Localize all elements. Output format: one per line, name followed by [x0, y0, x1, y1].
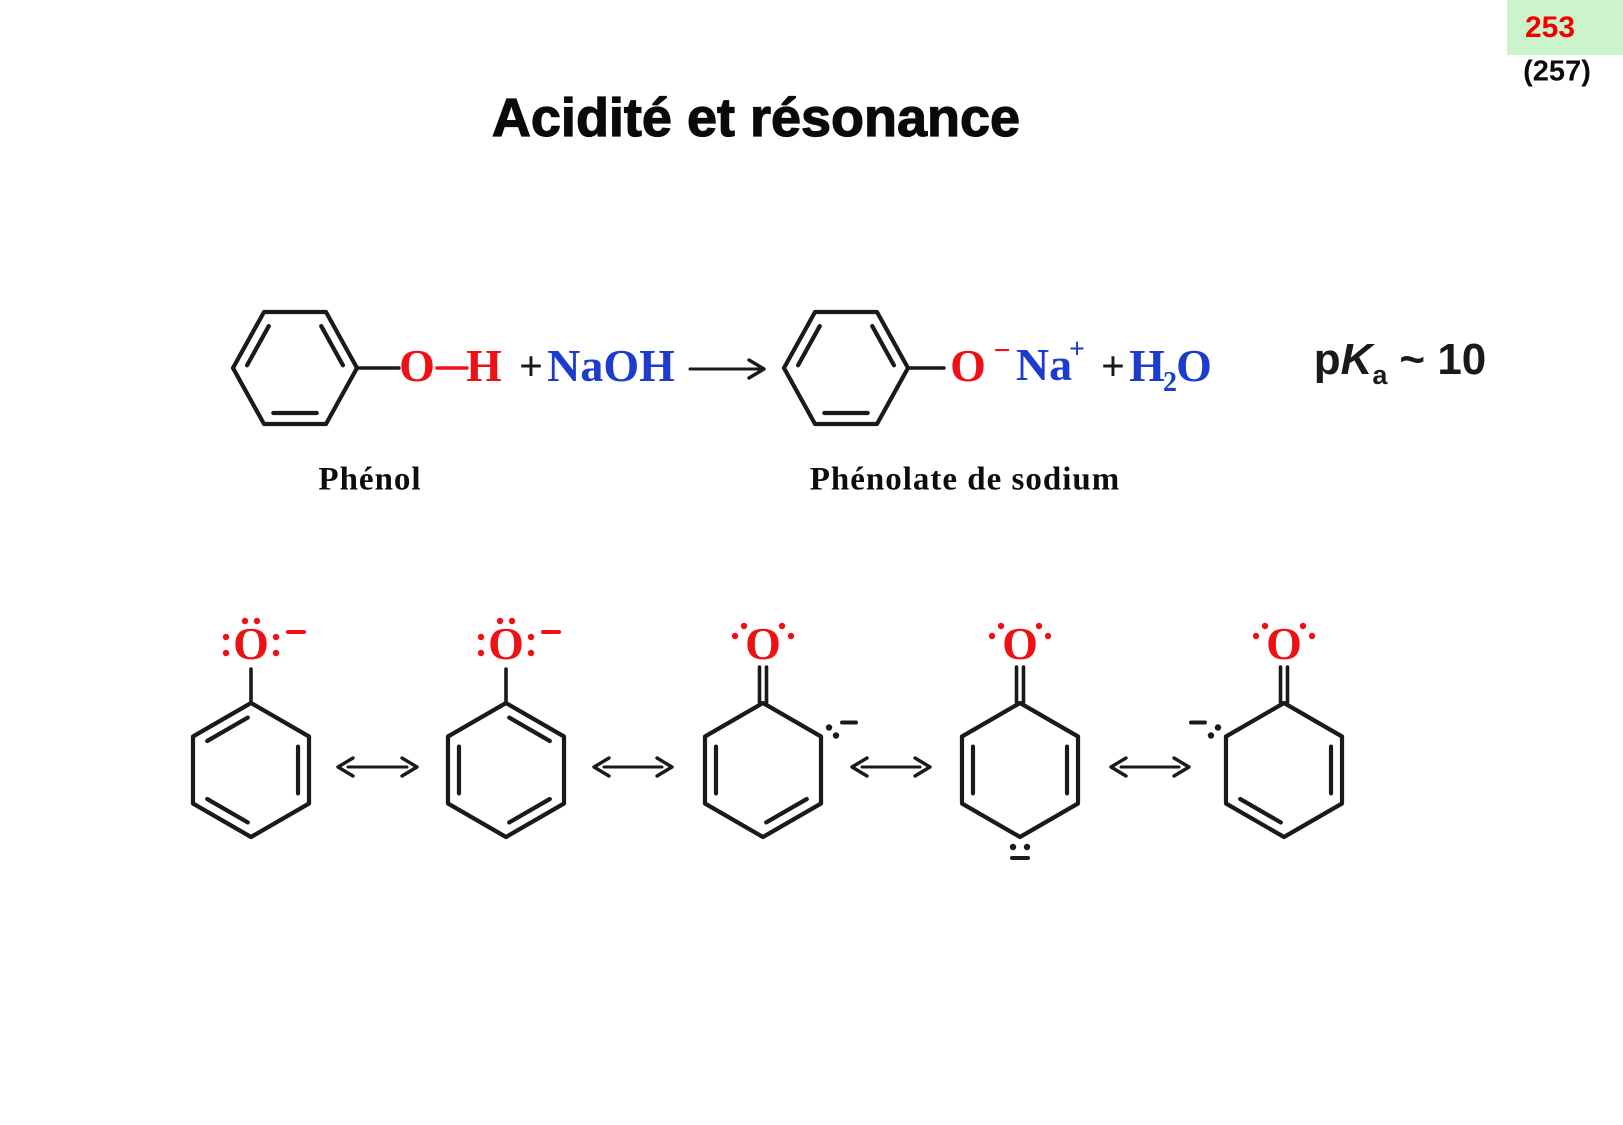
- pka-p: p: [1313, 335, 1341, 384]
- naoh-label: NaOH: [547, 340, 675, 391]
- pka-sub: a: [1372, 360, 1388, 390]
- phenolate-oxygen-label: O: [950, 340, 986, 391]
- water-subscript: 2: [1163, 367, 1177, 398]
- pka-value: ~ 10: [1399, 335, 1487, 384]
- slide-title: Acidité et résonance: [491, 87, 1021, 148]
- pka-label: pKa ~ 10: [1313, 335, 1487, 390]
- resonance-oxygen-label-3: O: [745, 618, 781, 669]
- phenolate-charge-label: −: [993, 334, 1011, 367]
- resonance-oxygen-label-4: O: [1002, 618, 1038, 669]
- phenol-oxygen-label: O: [399, 340, 435, 391]
- water-hydrogen-label: H: [1129, 340, 1165, 391]
- resonance-oxygen-label-2: O: [488, 618, 524, 669]
- resonance-oxygen-label-5: O: [1266, 618, 1302, 669]
- water-oxygen-label: O: [1176, 340, 1212, 391]
- page-number-secondary: (257): [1523, 55, 1591, 88]
- phenolate-caption: Phénolate de sodium: [809, 461, 1121, 498]
- page-number-box: 253: [1507, 0, 1623, 55]
- sodium-label: Na: [1015, 339, 1073, 390]
- page-number: 253: [1524, 10, 1576, 44]
- pka-k: K: [1340, 335, 1373, 384]
- resonance-oxygen-label-1: O: [233, 618, 269, 669]
- plus-sign-right: +: [1101, 344, 1125, 390]
- plus-sign-left: +: [519, 344, 543, 390]
- sodium-charge-label: +: [1069, 334, 1085, 365]
- phenol-hydrogen-label: H: [466, 340, 502, 391]
- phenol-caption: Phénol: [318, 461, 422, 498]
